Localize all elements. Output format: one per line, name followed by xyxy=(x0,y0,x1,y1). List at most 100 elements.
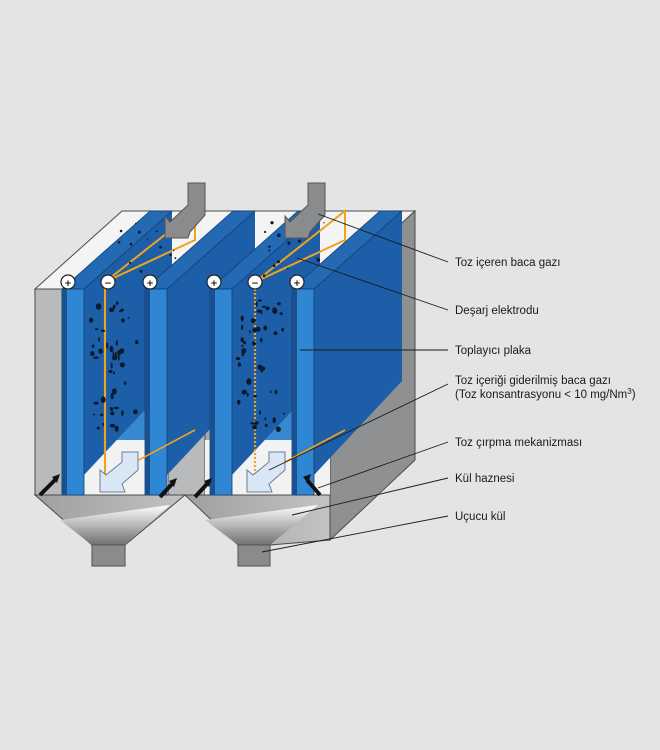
dust-particle xyxy=(109,345,114,353)
dust-particle xyxy=(102,422,104,426)
dust-particle xyxy=(137,230,141,234)
leader-hopper xyxy=(291,477,449,516)
dust-particle xyxy=(117,353,120,361)
dust-particle xyxy=(112,304,116,309)
label-collecting-plate: Toplayıcı plaka xyxy=(455,345,532,357)
dust-particle xyxy=(117,241,121,244)
dust-particle xyxy=(275,426,281,433)
dust-particle xyxy=(316,258,321,262)
dust-particle xyxy=(89,317,94,323)
dust-particle xyxy=(264,230,267,234)
dust-particle xyxy=(114,425,119,432)
dust-particle xyxy=(273,331,278,336)
rapper-right-2-head xyxy=(303,474,311,483)
dust-particle xyxy=(265,306,270,311)
fly-ash-right xyxy=(205,505,318,545)
positive-sign-1: + xyxy=(64,279,72,289)
dust-particle xyxy=(121,318,125,323)
dust-particle xyxy=(272,264,276,268)
label-dusty-gas: Toz içeren baca gazı xyxy=(455,257,560,269)
dust-particle xyxy=(272,308,278,314)
rapper-middle-head xyxy=(169,478,177,487)
dust-particle xyxy=(100,329,106,332)
dust-particle xyxy=(95,303,102,310)
dust-particle xyxy=(159,245,162,249)
rapper-left xyxy=(38,478,57,497)
dust-particle xyxy=(109,407,114,411)
leader-rapping xyxy=(317,441,449,489)
housing-front-wall-left xyxy=(34,288,63,496)
dust-particle xyxy=(262,305,266,308)
dust-particle xyxy=(250,422,255,425)
hopper-outlet-right xyxy=(237,544,271,567)
dust-particle xyxy=(128,261,132,264)
dust-particle xyxy=(115,340,118,346)
dust-particle xyxy=(172,249,175,251)
dust-particle xyxy=(90,351,95,357)
positive-sign-2: + xyxy=(146,279,154,289)
callout-labels: Toz içeren baca gazı Deşarj elektrodu To… xyxy=(455,257,636,523)
positive-sign-4: + xyxy=(293,279,301,289)
dust-particle xyxy=(147,238,149,240)
dust-particle xyxy=(110,392,114,400)
dust-particle xyxy=(253,394,257,398)
outlet-arrow-right xyxy=(246,451,286,493)
collecting-plate-4-edge xyxy=(292,289,297,495)
dust-particle xyxy=(241,350,245,357)
dust-particle xyxy=(258,299,262,302)
leader-fly-ash xyxy=(261,515,449,553)
dust-particle xyxy=(113,371,115,375)
label-clean-gas-sup: 3 xyxy=(627,387,632,396)
dust-particle xyxy=(155,230,158,233)
dust-particle xyxy=(241,389,247,395)
hopper-outlet-left xyxy=(91,544,126,567)
dust-particle xyxy=(135,222,137,225)
dust-particle xyxy=(323,222,325,224)
dust-particle xyxy=(279,312,283,315)
dust-particle xyxy=(169,253,172,257)
dust-particle xyxy=(119,362,125,368)
dust-particle xyxy=(272,417,276,424)
dust-particle xyxy=(237,399,241,405)
dust-particle xyxy=(113,406,119,410)
dust-particle xyxy=(249,330,251,334)
dust-particle xyxy=(119,310,123,313)
dust-particle xyxy=(100,396,106,404)
label-fly-ash: Uçucu kül xyxy=(455,511,506,523)
collecting-plate-3-edge xyxy=(210,289,215,495)
dust-particle xyxy=(93,356,99,360)
discharge-wire-right xyxy=(254,208,346,283)
label-discharge-electrode: Deşarj elektrodu xyxy=(455,305,539,317)
rapper-right-1-head xyxy=(204,478,212,487)
dust-particle xyxy=(119,348,125,354)
leader-discharge-electrode xyxy=(296,257,449,311)
leader-dusty-gas xyxy=(317,213,449,263)
dust-particle xyxy=(112,388,117,395)
dust-particle xyxy=(98,348,103,354)
fly-ash-left xyxy=(60,505,170,545)
dust-particle xyxy=(255,326,261,332)
dust-particle xyxy=(112,355,118,361)
dust-particle xyxy=(277,302,281,306)
dust-particle xyxy=(255,301,258,307)
dust-particle xyxy=(259,410,262,415)
dust-particle xyxy=(283,412,286,415)
negative-terminal-1 xyxy=(100,274,116,290)
dust-particle xyxy=(264,417,267,421)
dust-particle xyxy=(252,341,256,346)
dust-particle xyxy=(268,249,271,252)
dust-particle xyxy=(96,426,101,430)
dust-particle xyxy=(241,324,244,331)
collecting-plate-1-edge xyxy=(62,289,67,495)
dust-particle xyxy=(98,337,100,342)
label-clean-gas-line2: (Toz konsantrasyonu < 10 mg/Nm3) xyxy=(455,387,636,401)
dust-particle xyxy=(241,344,244,347)
gas-flow-arrows xyxy=(99,182,326,493)
dust-particle xyxy=(240,337,244,343)
positive-sign-3: + xyxy=(210,279,218,289)
dust-particle xyxy=(139,269,143,273)
leader-lines xyxy=(261,213,449,553)
positive-terminal-1 xyxy=(60,274,76,290)
dust-particle xyxy=(108,370,113,373)
